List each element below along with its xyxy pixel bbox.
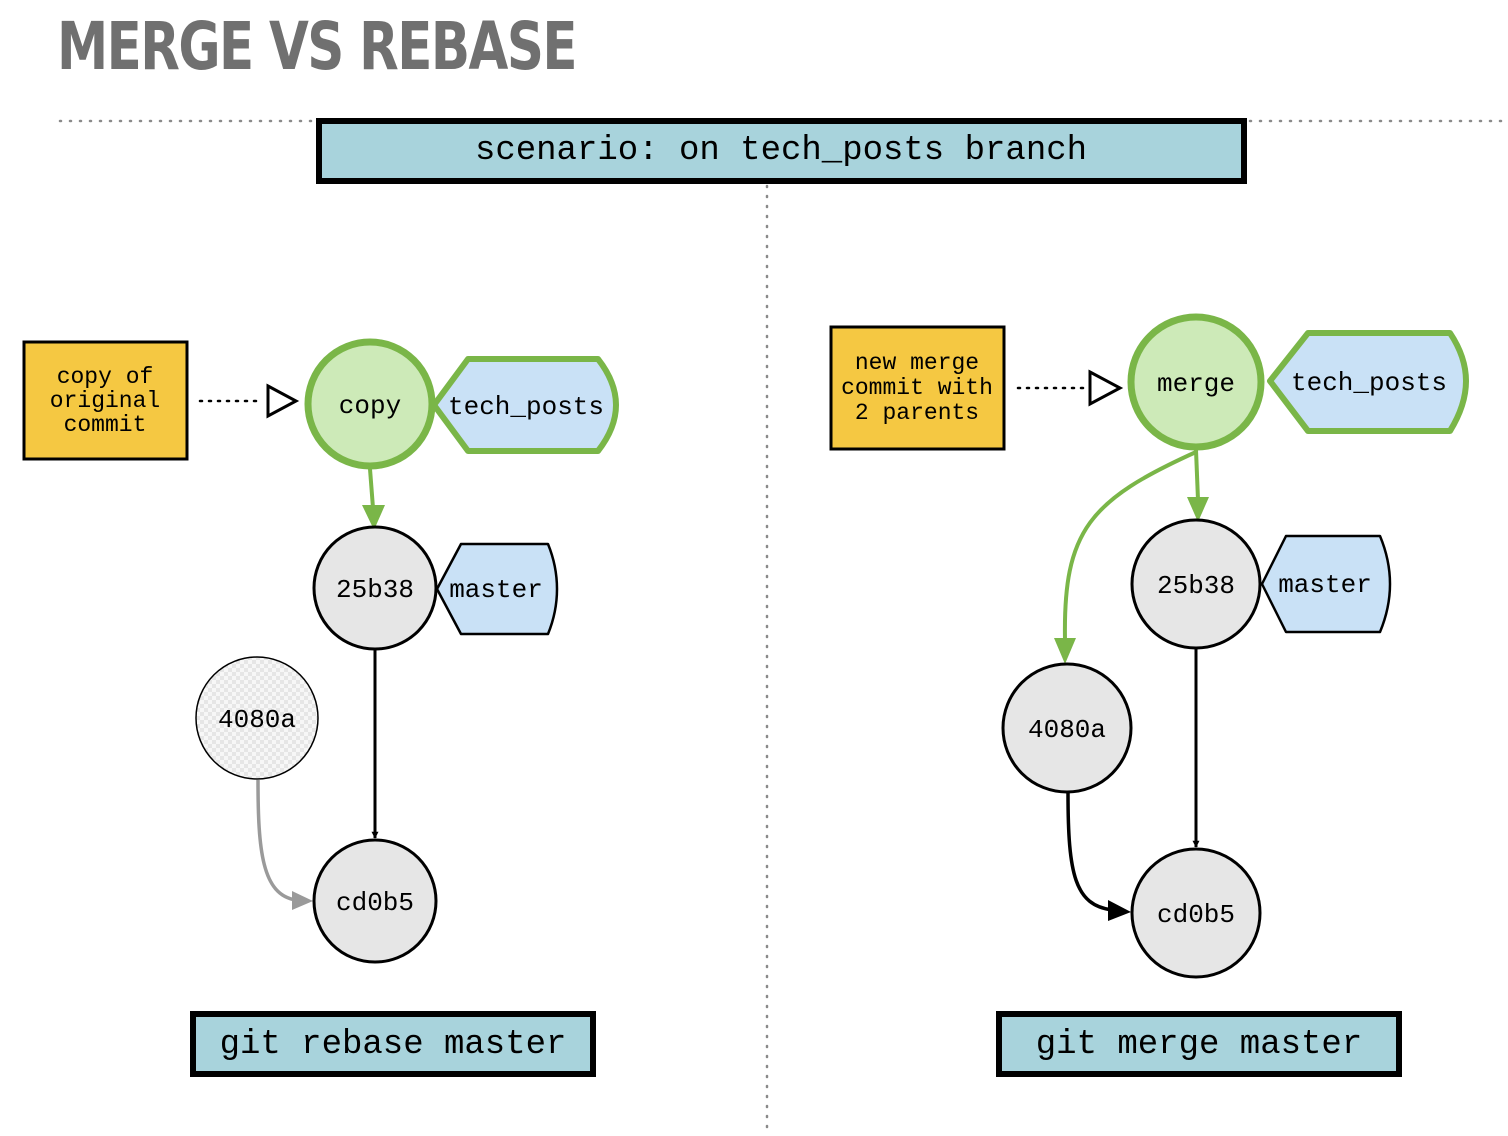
merge-command-box: git merge master [996,1011,1402,1077]
rebase-copy-commit: copy [304,338,436,470]
rebase-note-line-1: copy of [57,364,154,390]
merge-note-line-3: 2 parents [855,400,979,426]
merge-master-tag: master [1260,534,1392,634]
merge-commit-cd0b5: cd0b5 [1130,847,1262,979]
rebase-master-tag: master [435,542,559,636]
merge-4080a-parent-arrow [1066,792,1131,921]
rebase-4080a-label: 4080a [218,705,296,735]
rebase-note: copy of original commit [22,340,189,461]
merge-4080a-label: 4080a [1028,715,1106,745]
scenario-banner: scenario: on tech_posts branch [316,118,1247,184]
merge-merge-commit: merge [1127,313,1265,451]
rebase-note-pointer-head [266,383,300,419]
rebase-25b38-label: 25b38 [336,575,414,605]
merge-note-pointer-head [1088,369,1124,407]
merge-tech-posts-label: tech_posts [1291,368,1447,398]
rebase-command-box: git rebase master [190,1011,596,1077]
merge-cd0b5-label: cd0b5 [1157,900,1235,930]
merge-command-text: git merge master [1036,1026,1362,1064]
rebase-panel: copy of original commit tech_posts copy … [22,338,619,1077]
merge-second-parent-arrow [1054,450,1197,664]
rebase-4080a-parent-arrow [256,779,313,910]
rebase-cd0b5-label: cd0b5 [336,888,414,918]
rebase-master-label: master [449,575,543,605]
merge-master-label: master [1278,570,1372,600]
merge-note: new merge commit with 2 parents [829,325,1006,451]
rebase-command-text: git rebase master [220,1026,567,1064]
merge-tech-posts-tag: tech_posts [1267,330,1469,434]
rebase-copy-label: copy [339,391,401,421]
slide-title: MERGE VS REBASE [57,8,578,85]
merge-panel: new merge commit with 2 parents tech_pos… [829,313,1469,1077]
merge-note-line-2: commit with [841,375,993,401]
scenario-text: scenario: on tech_posts branch [475,132,1087,170]
merge-25b38-label: 25b38 [1157,571,1235,601]
rebase-tech-posts-tag: tech_posts [431,356,619,454]
merge-commit-25b38: 25b38 [1130,518,1262,650]
rebase-commit-cd0b5: cd0b5 [312,838,438,964]
rebase-note-line-2: original [50,388,160,414]
rebase-copy-parent-arrow [362,468,385,530]
rebase-commit-25b38: 25b38 [312,525,438,651]
rebase-note-line-3: commit [64,412,147,438]
rebase-tech-posts-label: tech_posts [448,392,604,422]
merge-merge-label: merge [1157,369,1235,399]
merge-note-line-1: new merge [855,350,979,376]
merge-commit-4080a: 4080a [1001,662,1133,794]
merge-first-parent-arrow [1187,449,1209,522]
rebase-commit-4080a: 4080a [195,656,319,780]
